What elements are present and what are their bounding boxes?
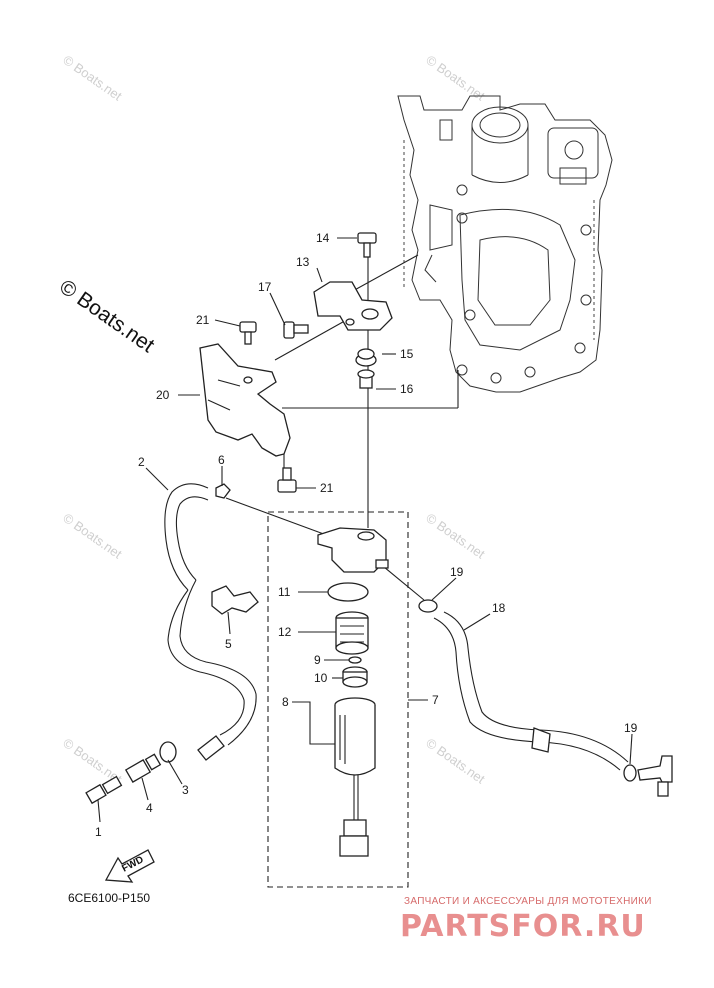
o-ring-11 — [327, 582, 369, 602]
callout-labels: 1 2 3 4 5 6 7 8 9 10 11 12 13 14 15 16 1… — [95, 231, 638, 839]
fitting-4 — [124, 753, 162, 783]
clip-19 — [418, 599, 438, 613]
callout-19: 19 — [450, 565, 464, 579]
callout-14: 14 — [316, 231, 330, 245]
callout-13: 13 — [296, 255, 310, 269]
hose-18 — [433, 611, 629, 771]
callout-4: 4 — [146, 801, 153, 815]
filter-cup-8 — [334, 697, 376, 857]
watermark-large: © Boats.net — [55, 275, 158, 357]
bolt-14 — [357, 232, 377, 258]
brand-tagline: ЗАПЧАСТИ И АКСЕССУАРЫ ДЛЯ МОТОТЕХНИКИ — [404, 896, 652, 907]
callout-6: 6 — [218, 453, 225, 467]
callout-7: 7 — [432, 693, 439, 707]
clip-3 — [159, 741, 177, 763]
filter-element-12 — [335, 611, 369, 655]
clip-6 — [215, 483, 231, 499]
callout-19: 19 — [624, 721, 638, 735]
bolt-17 — [283, 321, 309, 339]
callout-20: 20 — [156, 388, 170, 402]
fuel-filter-assembly-boundary — [267, 511, 409, 888]
clip-5 — [211, 585, 259, 615]
callout-2: 2 — [138, 455, 145, 469]
callout-15: 15 — [400, 347, 414, 361]
hose-2 — [164, 483, 257, 761]
callout-21: 21 — [320, 481, 334, 495]
tee-joint — [637, 755, 673, 797]
o-ring-9 — [348, 656, 362, 664]
bolt-21-upper — [239, 321, 257, 345]
bracket-13 — [313, 281, 393, 331]
watermark: © Boats.net — [60, 52, 125, 104]
callout-11: 11 — [278, 585, 291, 599]
brand-logo: PARTSFOR.RU — [400, 909, 646, 944]
callout-17: 17 — [258, 280, 272, 294]
diagram-reference-code: 6CE6100-P150 — [68, 891, 150, 905]
bracket-20 — [199, 343, 291, 457]
callout-12: 12 — [278, 625, 292, 639]
callout-1: 1 — [95, 825, 102, 839]
callout-16: 16 — [400, 382, 414, 396]
bolt-21-lower — [277, 467, 297, 493]
fwd-arrow: FWD — [104, 849, 155, 883]
watermark: © Boats.net — [423, 510, 488, 562]
fuel-filter-head — [317, 527, 389, 573]
callout-9: 9 — [314, 653, 321, 667]
engine-block-illustration — [397, 95, 613, 393]
callout-18: 18 — [492, 601, 506, 615]
clip-19 — [623, 764, 637, 782]
callout-5: 5 — [225, 637, 232, 651]
fitting-1 — [85, 775, 123, 805]
watermark: © Boats.net — [423, 735, 488, 787]
callout-8: 8 — [282, 695, 289, 709]
watermark: © Boats.net — [60, 510, 125, 562]
callout-3: 3 — [182, 783, 189, 797]
collar-16 — [357, 369, 375, 389]
float-10 — [342, 666, 368, 688]
grommet-15 — [355, 348, 377, 367]
callout-21: 21 — [196, 313, 210, 327]
brand-watermark: ЗАПЧАСТИ И АКСЕССУАРЫ ДЛЯ МОТОТЕХНИКИ PA… — [400, 896, 652, 944]
callout-leaders — [97, 237, 633, 823]
callout-10: 10 — [314, 671, 328, 685]
